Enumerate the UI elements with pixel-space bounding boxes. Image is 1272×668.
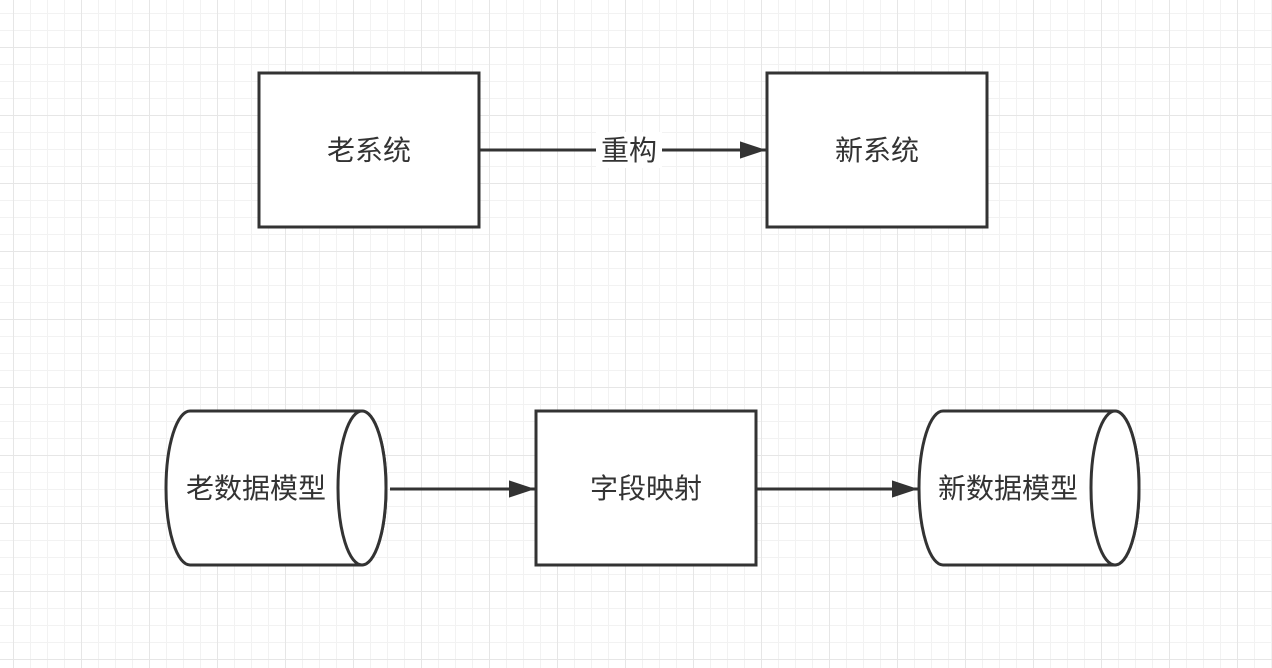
edge-refactor-label-bg bbox=[596, 132, 662, 168]
node-field-mapping[interactable]: 字段映射 bbox=[534, 409, 758, 567]
node-new-system-box[interactable] bbox=[765, 71, 989, 229]
node-old-data-model-cap bbox=[336, 409, 388, 567]
node-new-system-label: 新系统 bbox=[835, 134, 919, 167]
node-old-system[interactable]: 老系统 bbox=[257, 71, 481, 229]
node-old-system-box[interactable] bbox=[257, 71, 481, 229]
node-old-system-label: 老系统 bbox=[327, 134, 411, 167]
node-new-data-model-label: 新数据模型 bbox=[938, 472, 1078, 505]
edge-refactor[interactable]: 重构 bbox=[480, 132, 766, 168]
node-new-data-model-cap bbox=[1089, 409, 1141, 567]
node-old-data-model-label: 老数据模型 bbox=[186, 472, 326, 505]
node-old-data-model[interactable]: 老数据模型 bbox=[164, 409, 388, 567]
node-new-system[interactable]: 新系统 bbox=[765, 71, 989, 229]
edge-refactor-label: 重构 bbox=[601, 134, 657, 167]
node-field-mapping-box[interactable] bbox=[534, 409, 758, 567]
node-field-mapping-label: 字段映射 bbox=[590, 472, 702, 505]
node-new-data-model[interactable]: 新数据模型 bbox=[917, 409, 1141, 567]
